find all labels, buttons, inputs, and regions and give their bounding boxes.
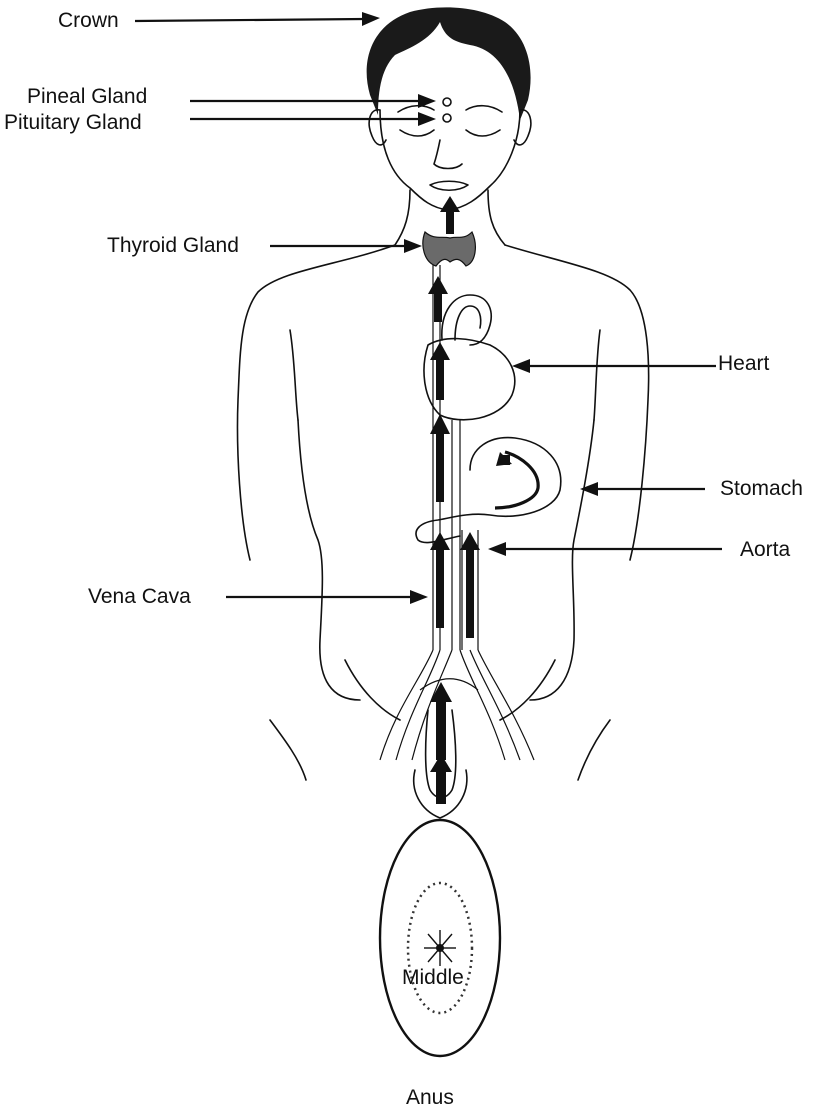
- label-pituitary-gland: Pituitary Gland: [4, 111, 142, 134]
- head: [367, 7, 531, 210]
- label-middle: Middle: [402, 966, 464, 989]
- energy-flow-arrows: [428, 196, 512, 804]
- flow-arrow-lower-right: [460, 532, 480, 638]
- label-heart: Heart: [718, 352, 770, 375]
- anus-center-mark: [424, 930, 456, 966]
- pituitary-dot: [443, 114, 451, 122]
- label-pineal-gland: Pineal Gland: [27, 85, 147, 108]
- thyroid-gland: [423, 232, 475, 266]
- label-anus: Anus: [406, 1086, 454, 1109]
- anus-diagram: [380, 820, 500, 1056]
- label-aorta: Aorta: [740, 538, 791, 561]
- label-thyroid-gland: Thyroid Gland: [107, 234, 239, 257]
- flow-arrow-pelvis: [430, 682, 452, 804]
- hair: [367, 7, 531, 120]
- pineal-dot: [443, 98, 451, 106]
- callouts: Crown Pineal Gland Pituitary Gland Thyro…: [4, 9, 803, 1109]
- flow-arrow-mouth: [440, 196, 460, 234]
- label-stomach: Stomach: [720, 477, 803, 500]
- label-vena-cava: Vena Cava: [88, 585, 191, 608]
- label-crown: Crown: [58, 9, 119, 32]
